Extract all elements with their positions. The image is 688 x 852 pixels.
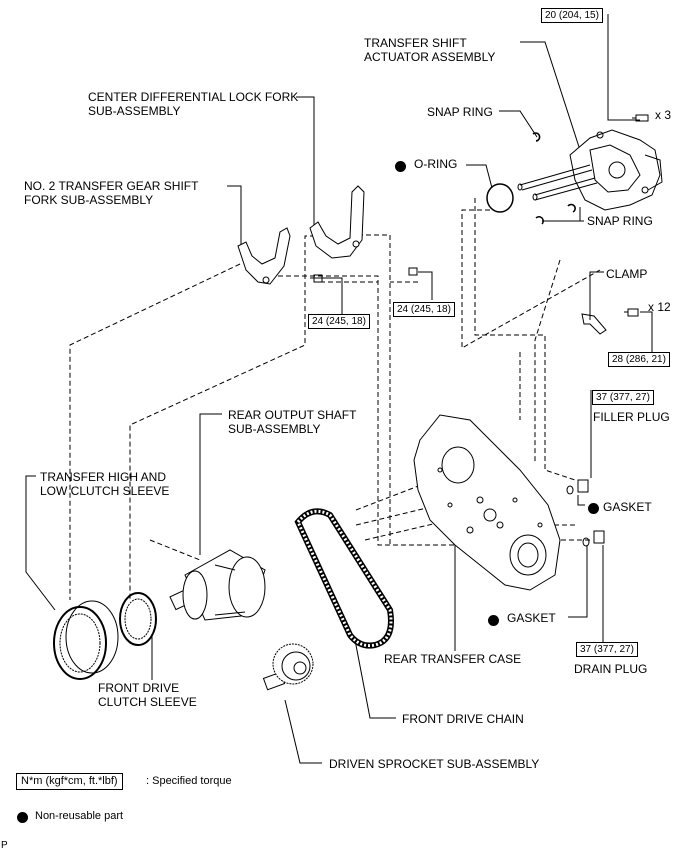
fork-torque-box-left: 24 (245, 18) <box>308 314 370 329</box>
legend-torque-box: N*m (kgf*cm, ft.*lbf) <box>16 773 123 790</box>
no2-fork-label: NO. 2 TRANSFER GEAR SHIFT FORK SUB-ASSEM… <box>24 179 199 207</box>
center-diff-fork <box>309 185 365 259</box>
snap-ring-top-label: SNAP RING <box>427 105 493 119</box>
front-drive-sleeve-label: FRONT DRIVE CLUTCH SLEEVE <box>98 681 197 709</box>
actuator-label: TRANSFER SHIFT ACTUATOR ASSEMBLY <box>364 36 496 64</box>
driven-sprocket-label: DRIVEN SPROCKET SUB-ASSEMBLY <box>329 757 540 771</box>
rear-transfer-case-label: REAR TRANSFER CASE <box>384 652 522 666</box>
corner-mark: P <box>1 840 8 851</box>
driven-sprocket <box>262 643 314 691</box>
gasket-lower-label: GASKET <box>507 611 556 625</box>
actuator-bolt-qty: x 3 <box>655 108 672 122</box>
alignment-lines <box>69 198 601 600</box>
legend-non-reusable-icon <box>17 812 28 823</box>
non-reusable-icon <box>488 615 499 626</box>
snap-ring-right-label: SNAP RING <box>587 214 653 228</box>
drain-plug-label: DRAIN PLUG <box>574 662 648 676</box>
rear-output-shaft <box>169 549 266 621</box>
actuator-torque-box: 20 (204, 15) <box>541 8 603 23</box>
actuator-assembly <box>517 129 663 211</box>
o-ring-part <box>486 183 514 213</box>
front-drive-chain-label: FRONT DRIVE CHAIN <box>402 712 524 726</box>
high-low-clutch-sleeve <box>53 600 119 680</box>
high-low-sleeve-label: TRANSFER HIGH AND LOW CLUTCH SLEEVE <box>40 470 170 498</box>
rear-output-shaft-label: REAR OUTPUT SHAFT SUB-ASSEMBLY <box>228 408 357 436</box>
drain-plug <box>582 530 605 547</box>
non-reusable-icon <box>588 503 599 514</box>
legend-torque-text: : Specified torque <box>146 775 232 787</box>
leader-lines <box>25 14 653 764</box>
rear-transfer-case <box>413 414 561 591</box>
fork-bolts <box>313 267 418 283</box>
clamp-part <box>581 313 607 335</box>
case-bolt-qty: x 12 <box>648 300 671 314</box>
fork-torque-box-right: 24 (245, 18) <box>393 302 455 317</box>
front-drive-chain <box>294 508 394 649</box>
drain-plug-torque-box: 37 (377, 27) <box>576 642 638 657</box>
o-ring-label: O-RING <box>414 157 458 171</box>
legend-non-reusable-text: Non-reusable part <box>35 810 124 822</box>
case-bolt-torque-box: 28 (286, 21) <box>608 352 670 367</box>
gasket-right-label: GASKET <box>603 500 652 514</box>
front-drive-clutch-sleeve <box>119 592 157 646</box>
center-diff-fork-label: CENTER DIFFERENTIAL LOCK FORK SUB-ASSEMB… <box>88 90 299 118</box>
case-bolt <box>624 308 639 317</box>
filler-plug-label: FILLER PLUG <box>593 410 670 424</box>
filler-plug <box>566 479 589 495</box>
filler-plug-torque-box: 37 (377, 27) <box>592 390 654 405</box>
clamp-label: CLAMP <box>606 267 648 281</box>
non-reusable-icon <box>395 161 406 172</box>
actuator-bolt <box>632 114 649 122</box>
snap-rings <box>532 132 576 225</box>
no2-shift-fork <box>237 227 291 285</box>
